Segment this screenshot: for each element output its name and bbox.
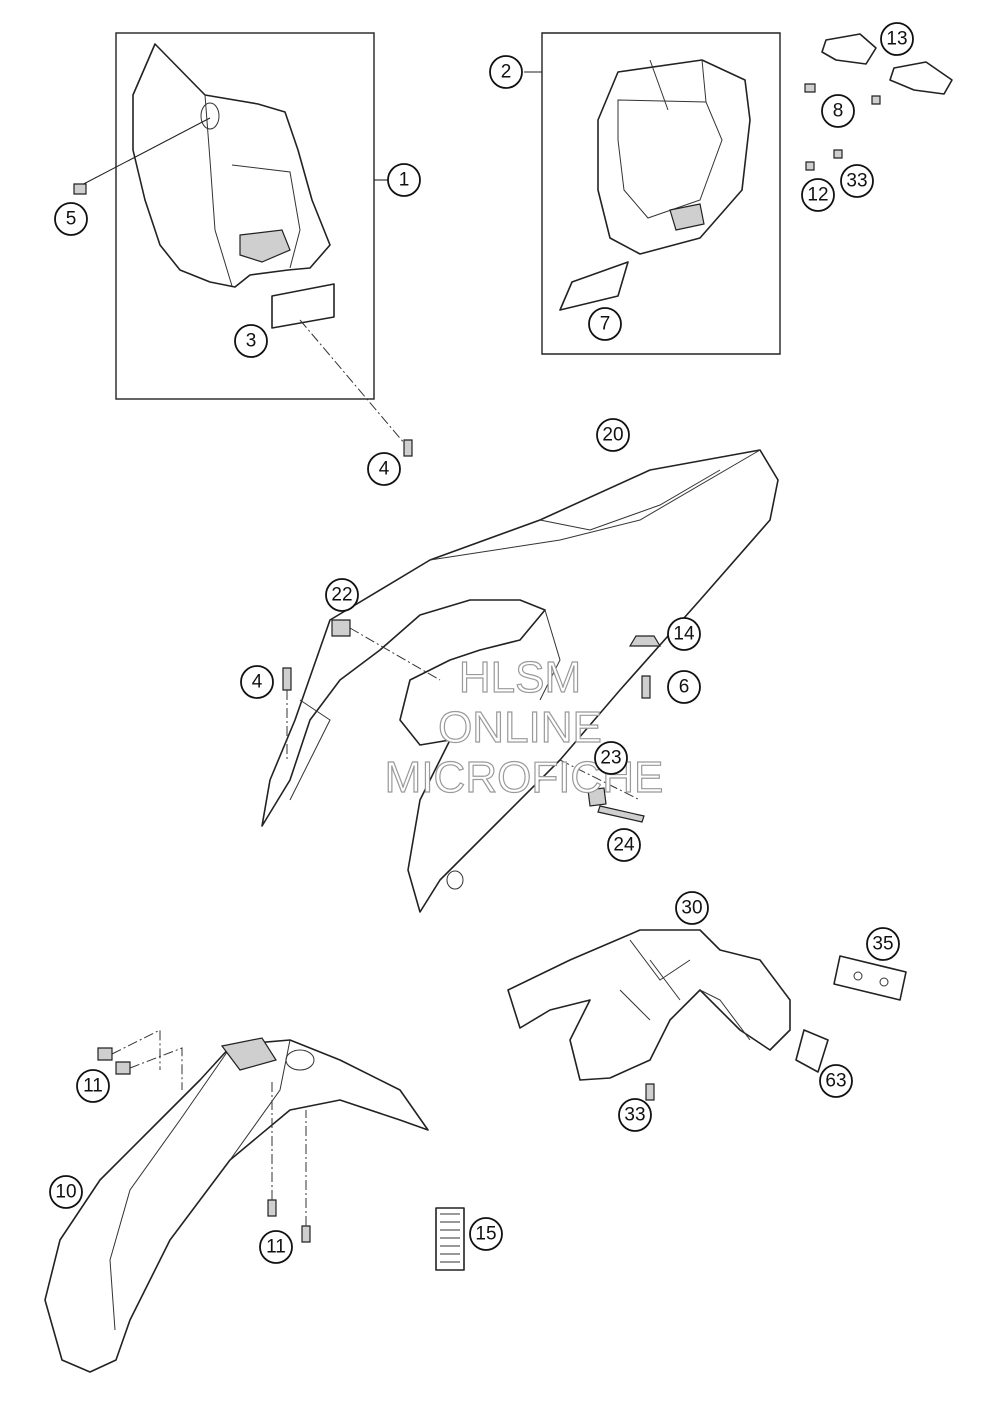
number-plate (132, 43, 331, 288)
screw-4a (403, 439, 413, 457)
screw-11a (97, 1047, 113, 1061)
callout-label: 23 (600, 748, 621, 769)
screw-5 (73, 183, 87, 195)
callout-label: 6 (679, 677, 690, 698)
rear-fender (261, 449, 779, 913)
number-plate-frame (115, 32, 375, 400)
fender-bracket (220, 1037, 277, 1071)
callout-4-mid: 4 (240, 665, 274, 699)
callout-6: 6 (667, 670, 701, 704)
callout-label: 14 (673, 624, 695, 645)
callout-label: 30 (681, 898, 702, 919)
reflector-63 (795, 1029, 829, 1073)
callout-11-bottom: 11 (259, 1230, 293, 1264)
grommet-14 (628, 635, 662, 647)
screw-4b (282, 667, 292, 691)
screw-11d (301, 1225, 311, 1243)
front-fender (44, 1039, 429, 1373)
callout-10: 10 (49, 1175, 83, 1209)
callout-23: 23 (594, 741, 628, 775)
license-carrier-group (507, 929, 907, 1101)
screw-33b (645, 1083, 655, 1101)
screw-11c (267, 1199, 277, 1217)
callout-30: 30 (675, 891, 709, 925)
callout-4-top: 4 (367, 452, 401, 486)
callout-label: 8 (833, 101, 844, 122)
callout-5: 5 (54, 202, 88, 236)
decal-3 (271, 283, 335, 329)
callout-15: 15 (469, 1217, 503, 1251)
screw-11b (115, 1061, 131, 1075)
callout-33-bottom: 33 (618, 1098, 652, 1132)
callout-12: 12 (801, 178, 835, 212)
callout-label: 2 (501, 62, 512, 83)
callout-63: 63 (819, 1064, 853, 1098)
callout-label: 24 (613, 835, 635, 856)
callout-1: 1 (387, 163, 421, 197)
headlight-mask (597, 59, 751, 255)
callout-2: 2 (489, 55, 523, 89)
clamp-13b (889, 61, 953, 95)
callout-8: 8 (821, 94, 855, 128)
callout-label: 13 (886, 29, 907, 50)
callout-20: 20 (596, 418, 630, 452)
callout-11-top: 11 (76, 1069, 110, 1103)
clamp-13a (821, 33, 877, 65)
plate-35 (833, 955, 907, 1001)
callout-label: 1 (399, 170, 410, 191)
callout-label: 63 (825, 1071, 846, 1092)
callout-label: 4 (252, 672, 263, 693)
screw-33a (833, 149, 843, 159)
callout-35: 35 (866, 927, 900, 961)
clamp-group (804, 33, 953, 171)
screw-8a (804, 83, 816, 93)
nut-22 (331, 619, 351, 637)
screw-24 (597, 805, 645, 823)
callout-label: 10 (55, 1182, 76, 1203)
callout-7: 7 (588, 307, 622, 341)
callout-label: 12 (807, 185, 828, 206)
license-carrier (507, 929, 791, 1081)
callout-24: 24 (607, 828, 641, 862)
callout-label: 33 (624, 1105, 645, 1126)
callout-label: 7 (600, 314, 611, 335)
screw-8b (871, 95, 881, 105)
number-plate-group (73, 32, 413, 457)
front-fender-group (44, 1029, 465, 1373)
callout-14: 14 (667, 617, 701, 651)
callout-label: 33 (846, 171, 867, 192)
callout-label: 5 (66, 209, 77, 230)
reflector-15 (435, 1207, 465, 1271)
callout-label: 20 (602, 425, 623, 446)
callout-label: 11 (266, 1237, 286, 1258)
light-switch-part (239, 229, 291, 263)
callout-label: 4 (379, 459, 390, 480)
callout-13: 13 (880, 22, 914, 56)
headlight-mask-frame (541, 32, 781, 355)
callout-3: 3 (234, 324, 268, 358)
callout-label: 3 (246, 331, 257, 352)
callout-label: 15 (475, 1224, 496, 1245)
callout-label: 35 (872, 934, 893, 955)
callout-22: 22 (325, 578, 359, 612)
headlight-mask-group (524, 32, 781, 355)
screw-6 (641, 675, 651, 699)
callout-label: 11 (83, 1076, 103, 1097)
callout-33-top: 33 (840, 164, 874, 198)
nut-12 (805, 161, 815, 171)
watermark-line-1: HLSM (459, 653, 581, 702)
callout-label: 22 (331, 585, 352, 606)
clip-23 (587, 787, 607, 807)
rear-fender-group (261, 449, 779, 913)
watermark-line-2: ONLINE (438, 703, 602, 752)
decal-7 (559, 261, 629, 311)
